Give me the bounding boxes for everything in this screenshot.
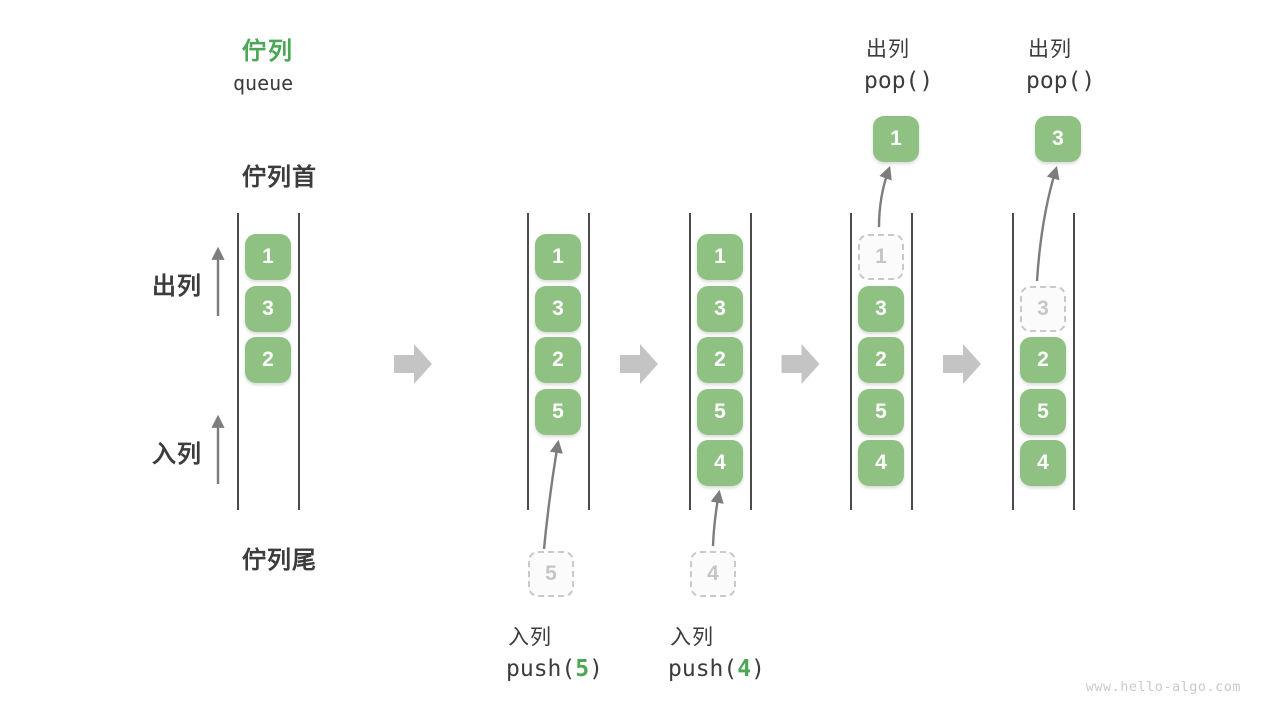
queue-slot: 2: [697, 337, 743, 383]
queue-slot: 3: [245, 285, 291, 332]
queue-slot: 5: [1020, 388, 1066, 435]
queue-wall-line: [236, 213, 239, 510]
push-code-prefix: push(: [668, 656, 738, 682]
page-subtitle: queue: [233, 71, 294, 95]
queue-wall-line: [297, 213, 300, 510]
dequeue-direction-label: 出列: [152, 273, 202, 300]
push-code-prefix: push(: [506, 656, 576, 682]
queue-front-label: 佇列首: [242, 164, 317, 191]
queue-slot: 1: [245, 234, 291, 280]
queue-slot: 1: [535, 234, 581, 280]
step-right-arrow-icon: [781, 344, 820, 384]
queue-slot: 3: [858, 285, 904, 332]
transfer-arrow-icon: [542, 439, 563, 550]
queue-slot: 2: [535, 337, 581, 383]
queue-slot: 1: [697, 234, 743, 280]
transfer-arrow-icon: [1035, 165, 1060, 282]
step-right-arrow-icon: [394, 344, 432, 384]
popped-element-box: 1: [873, 116, 919, 162]
step-right-arrow-icon: [620, 344, 658, 384]
page-title: 佇列: [242, 38, 294, 65]
incoming-element-box: 4: [690, 551, 736, 597]
push-action-label: 入列: [508, 626, 552, 649]
queue-slot: 5: [858, 388, 904, 435]
popped-element-box: 3: [1035, 116, 1081, 162]
queue-slot: 4: [1020, 440, 1066, 486]
queue-wall-line: [849, 213, 852, 510]
queue-wall-line: [749, 213, 752, 510]
queue-wall-line: [1011, 213, 1014, 510]
push-code-suffix: ): [751, 656, 765, 682]
step-right-arrow-icon: [943, 344, 981, 384]
push-action-label: 入列: [670, 626, 714, 649]
pop-action-label: 出列: [866, 38, 910, 61]
queue-slot: 2: [1020, 337, 1066, 383]
transfer-arrow-icon: [877, 165, 892, 228]
queue-slot: 2: [245, 337, 291, 383]
pop-code-label: pop(): [1026, 68, 1096, 94]
watermark: www.hello-algo.com: [1085, 679, 1241, 695]
enqueue-direction-label: 入列: [152, 441, 202, 468]
queue-wall-line: [688, 213, 691, 510]
push-code-arg: 4: [737, 656, 752, 682]
queue-slot: 2: [858, 337, 904, 383]
queue-slot: 3: [535, 285, 581, 332]
queue-slot: 3: [697, 285, 743, 332]
push-code-label: push(5): [506, 656, 603, 682]
queue-wall-line: [587, 213, 590, 510]
queue-slot: 4: [858, 440, 904, 486]
queue-slot-ghost: 3: [1020, 285, 1066, 332]
queue-wall-line: [1072, 213, 1075, 510]
queue-slot: 5: [535, 388, 581, 435]
push-code-label: push(4): [668, 656, 765, 682]
pop-action-label: 出列: [1028, 38, 1072, 61]
incoming-element-box: 5: [528, 551, 574, 597]
queue-slot: 5: [697, 388, 743, 435]
pop-code-label: pop(): [864, 68, 934, 94]
queue-slot-ghost: 1: [858, 234, 904, 280]
queue-wall-line: [526, 213, 529, 510]
transfer-arrow-icon: [710, 489, 724, 547]
queue-slot: 4: [697, 440, 743, 486]
queue-rear-label: 佇列尾: [242, 547, 317, 574]
queue-wall-line: [910, 213, 913, 510]
push-code-suffix: ): [589, 656, 603, 682]
push-code-arg: 5: [575, 656, 590, 682]
